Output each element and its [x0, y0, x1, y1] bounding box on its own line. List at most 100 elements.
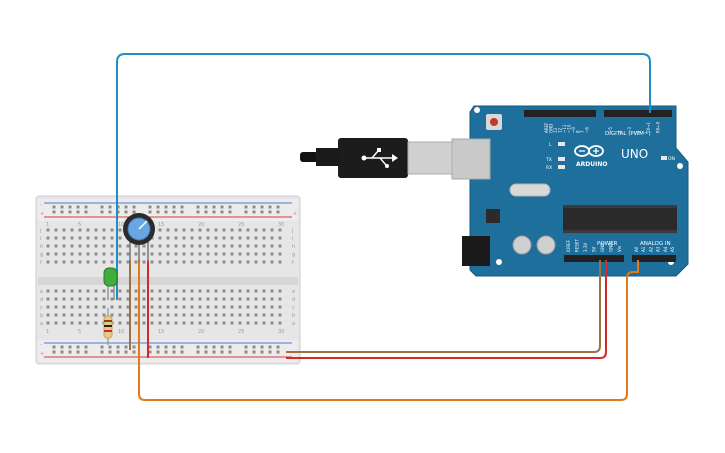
breadboard-hole[interactable] — [126, 260, 130, 264]
breadboard-hole[interactable] — [254, 321, 258, 325]
breadboard-hole[interactable] — [254, 252, 258, 256]
breadboard-hole[interactable] — [118, 289, 122, 293]
breadboard-hole[interactable] — [214, 260, 218, 264]
breadboard-hole[interactable] — [246, 297, 250, 301]
breadboard-hole[interactable] — [54, 228, 58, 232]
breadboard-hole[interactable] — [214, 252, 218, 256]
breadboard-hole[interactable] — [126, 252, 130, 256]
breadboard-hole[interactable] — [278, 289, 282, 293]
breadboard-hole[interactable] — [238, 236, 242, 240]
rail-hole[interactable] — [108, 205, 112, 209]
rail-hole[interactable] — [116, 350, 120, 354]
breadboard-hole[interactable] — [142, 297, 146, 301]
rail-hole[interactable] — [212, 345, 216, 349]
rail-hole[interactable] — [244, 345, 248, 349]
breadboard-hole[interactable] — [206, 321, 210, 325]
breadboard-hole[interactable] — [158, 289, 162, 293]
breadboard-hole[interactable] — [150, 260, 154, 264]
breadboard-hole[interactable] — [198, 289, 202, 293]
rail-hole[interactable] — [172, 210, 176, 214]
breadboard-hole[interactable] — [134, 244, 138, 248]
power-header[interactable] — [564, 255, 624, 262]
breadboard-hole[interactable] — [142, 313, 146, 317]
rail-hole[interactable] — [108, 345, 112, 349]
breadboard-hole[interactable] — [238, 313, 242, 317]
breadboard-hole[interactable] — [94, 236, 98, 240]
breadboard-hole[interactable] — [222, 236, 226, 240]
rail-hole[interactable] — [172, 205, 176, 209]
breadboard-hole[interactable] — [86, 313, 90, 317]
breadboard-hole[interactable] — [78, 289, 82, 293]
breadboard-hole[interactable] — [134, 260, 138, 264]
breadboard-hole[interactable] — [222, 260, 226, 264]
breadboard-hole[interactable] — [222, 297, 226, 301]
reset-button-cap[interactable] — [490, 118, 498, 126]
rail-hole[interactable] — [124, 350, 128, 354]
breadboard-hole[interactable] — [270, 289, 274, 293]
wire-blue[interactable] — [116, 53, 651, 300]
breadboard-hole[interactable] — [262, 289, 266, 293]
breadboard-hole[interactable] — [238, 305, 242, 309]
breadboard-hole[interactable] — [182, 260, 186, 264]
rail-hole[interactable] — [60, 210, 64, 214]
rail-hole[interactable] — [180, 345, 184, 349]
rail-hole[interactable] — [204, 210, 208, 214]
breadboard-hole[interactable] — [126, 297, 130, 301]
breadboard-hole[interactable] — [150, 289, 154, 293]
rail-hole[interactable] — [268, 345, 272, 349]
breadboard-hole[interactable] — [270, 252, 274, 256]
breadboard-hole[interactable] — [206, 236, 210, 240]
breadboard-hole[interactable] — [94, 260, 98, 264]
breadboard-hole[interactable] — [78, 321, 82, 325]
breadboard-hole[interactable] — [62, 252, 66, 256]
rail-hole[interactable] — [204, 345, 208, 349]
breadboard-hole[interactable] — [246, 244, 250, 248]
breadboard-hole[interactable] — [222, 244, 226, 248]
breadboard-hole[interactable] — [254, 297, 258, 301]
rail-hole[interactable] — [220, 345, 224, 349]
breadboard-hole[interactable] — [198, 244, 202, 248]
breadboard-hole[interactable] — [70, 244, 74, 248]
breadboard-hole[interactable] — [262, 244, 266, 248]
rail-hole[interactable] — [212, 350, 216, 354]
breadboard-hole[interactable] — [246, 260, 250, 264]
breadboard-hole[interactable] — [174, 228, 178, 232]
breadboard-hole[interactable] — [278, 305, 282, 309]
digital-header-right[interactable] — [604, 110, 672, 117]
breadboard-hole[interactable] — [230, 321, 234, 325]
rail-hole[interactable] — [52, 345, 56, 349]
rail-hole[interactable] — [172, 345, 176, 349]
rail-hole[interactable] — [60, 345, 64, 349]
breadboard-hole[interactable] — [142, 305, 146, 309]
breadboard-hole[interactable] — [70, 252, 74, 256]
rail-hole[interactable] — [164, 205, 168, 209]
breadboard-hole[interactable] — [86, 297, 90, 301]
breadboard-hole[interactable] — [118, 260, 122, 264]
rail-hole[interactable] — [148, 350, 152, 354]
breadboard-hole[interactable] — [150, 252, 154, 256]
breadboard-hole[interactable] — [262, 260, 266, 264]
rail-hole[interactable] — [252, 205, 256, 209]
breadboard-hole[interactable] — [278, 252, 282, 256]
breadboard-hole[interactable] — [118, 297, 122, 301]
breadboard-hole[interactable] — [270, 313, 274, 317]
rail-hole[interactable] — [260, 345, 264, 349]
breadboard-hole[interactable] — [126, 321, 130, 325]
wire-red[interactable] — [286, 260, 607, 359]
rail-hole[interactable] — [148, 345, 152, 349]
breadboard-hole[interactable] — [110, 297, 114, 301]
breadboard-hole[interactable] — [142, 252, 146, 256]
rail-hole[interactable] — [228, 205, 232, 209]
breadboard-hole[interactable] — [46, 236, 50, 240]
breadboard-hole[interactable] — [166, 297, 170, 301]
breadboard-hole[interactable] — [174, 289, 178, 293]
breadboard-hole[interactable] — [134, 313, 138, 317]
rail-hole[interactable] — [252, 210, 256, 214]
rail-hole[interactable] — [84, 350, 88, 354]
breadboard-hole[interactable] — [214, 321, 218, 325]
breadboard-hole[interactable] — [270, 305, 274, 309]
breadboard-hole[interactable] — [134, 297, 138, 301]
breadboard-hole[interactable] — [270, 321, 274, 325]
breadboard-hole[interactable] — [70, 305, 74, 309]
breadboard-hole[interactable] — [278, 244, 282, 248]
